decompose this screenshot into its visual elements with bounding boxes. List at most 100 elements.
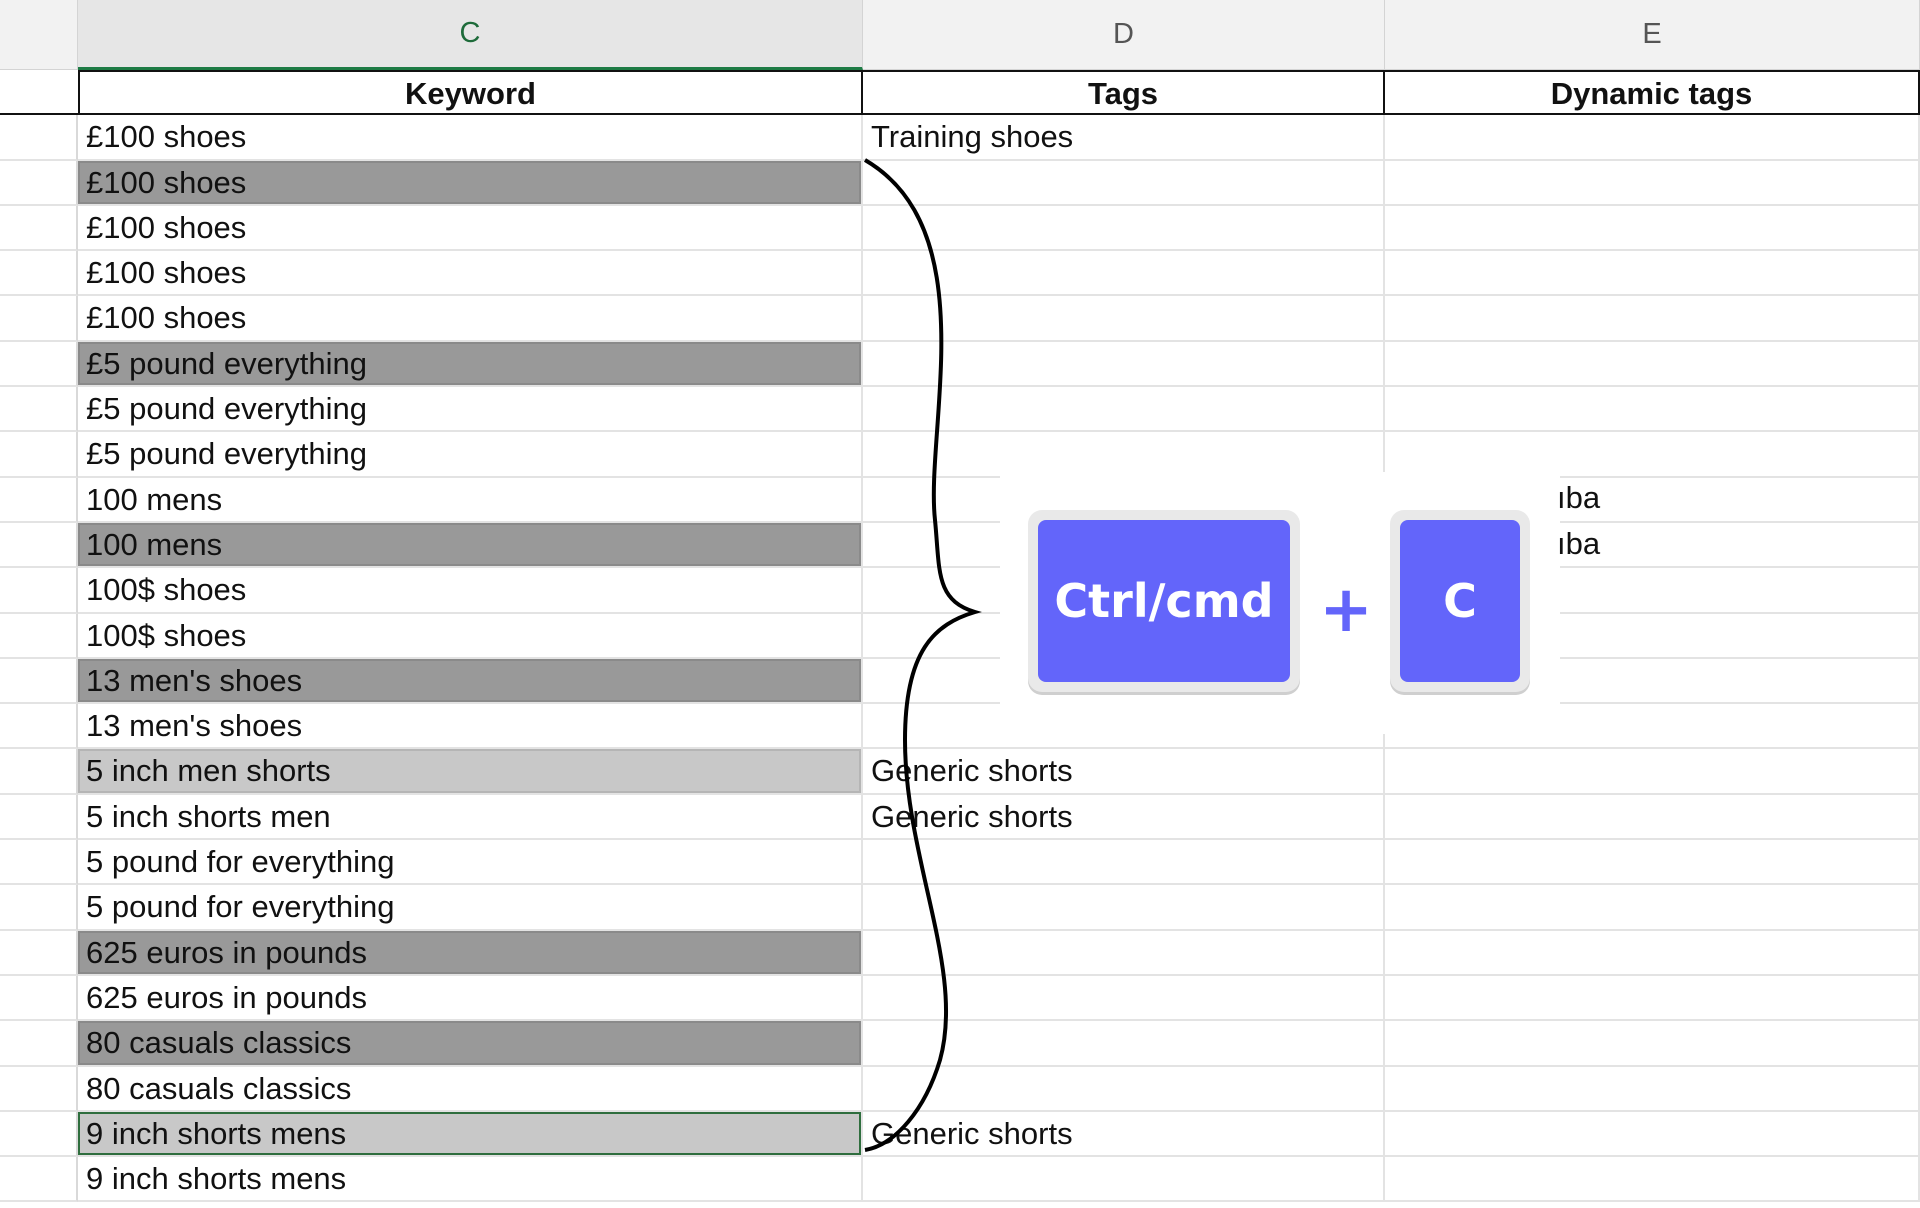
row-number[interactable]: [0, 341, 78, 388]
dynamic-tags-cell[interactable]: [1385, 160, 1920, 206]
row-number[interactable]: [0, 613, 78, 659]
dynamic-tags-cell[interactable]: [1385, 251, 1920, 297]
keyword-cell[interactable]: 100$ shoes: [78, 568, 863, 614]
tags-cell[interactable]: [863, 1021, 1385, 1067]
keyword-cell[interactable]: 625 euros in pounds: [78, 975, 863, 1022]
dynamic-tags-cell[interactable]: [1385, 840, 1920, 886]
row-number[interactable]: [0, 1111, 78, 1158]
row-number[interactable]: [0, 522, 78, 569]
tags-cell[interactable]: [863, 1157, 1385, 1203]
dynamic-tags-cell[interactable]: [1385, 658, 1920, 705]
dynamic-tags-cell[interactable]: [1385, 115, 1920, 161]
dynamic-tags-cell[interactable]: [1385, 432, 1920, 478]
keyword-cell[interactable]: 5 inch men shorts: [78, 749, 863, 795]
tags-cell[interactable]: [863, 1066, 1385, 1112]
keyword-cell[interactable]: 100$ shoes: [78, 613, 863, 659]
row-number[interactable]: [0, 930, 78, 976]
keyword-cell[interactable]: £100 shoes: [78, 251, 863, 297]
column-header-c[interactable]: C: [78, 0, 863, 70]
dynamic-tags-cell[interactable]: [1385, 1111, 1920, 1158]
tags-cell[interactable]: [863, 975, 1385, 1022]
dynamic-tags-cell[interactable]: [1385, 341, 1920, 388]
row-number[interactable]: [0, 296, 78, 342]
tags-cell[interactable]: [863, 885, 1385, 931]
row-number[interactable]: [0, 387, 78, 433]
row-number[interactable]: [0, 749, 78, 795]
keyword-cell[interactable]: £5 pound everything: [78, 387, 863, 433]
column-header-e[interactable]: E: [1385, 0, 1920, 70]
row-number[interactable]: [0, 160, 78, 206]
row-number[interactable]: [0, 840, 78, 886]
keyword-cell[interactable]: £100 shoes: [78, 296, 863, 342]
dynamic-tags-cell[interactable]: [1385, 749, 1920, 795]
dynamic-tags-cell[interactable]: [1385, 794, 1920, 841]
keyword-cell[interactable]: £100 shoes: [78, 115, 863, 161]
row-number[interactable]: [0, 1157, 78, 1203]
row-number[interactable]: [0, 115, 78, 161]
dynamic-tags-cell[interactable]: [1385, 477, 1920, 523]
keyword-cell[interactable]: £100 shoes: [78, 205, 863, 252]
tags-cell[interactable]: Generic shorts: [863, 749, 1385, 795]
row-number[interactable]: [0, 1066, 78, 1112]
header-keyword[interactable]: Keyword: [78, 70, 863, 116]
tags-cell[interactable]: [863, 387, 1385, 433]
row-number[interactable]: [0, 975, 78, 1022]
dynamic-tags-cell[interactable]: [1385, 296, 1920, 342]
dynamic-tags-cell[interactable]: [1385, 1021, 1920, 1067]
tags-cell[interactable]: Generic shorts: [863, 1111, 1385, 1158]
dynamic-tags-cell[interactable]: [1385, 930, 1920, 976]
tags-cell[interactable]: Generic shorts: [863, 794, 1385, 841]
row-number[interactable]: [0, 205, 78, 252]
dynamic-tags-cell[interactable]: [1385, 885, 1920, 931]
dynamic-tags-cell[interactable]: [1385, 205, 1920, 252]
tags-cell[interactable]: Training shoes: [863, 115, 1385, 161]
row-number[interactable]: [0, 568, 78, 614]
tags-cell[interactable]: [863, 930, 1385, 976]
tags-cell[interactable]: [863, 341, 1385, 388]
header-tags[interactable]: Tags: [863, 70, 1385, 116]
table-row: £100 shoes: [0, 160, 1920, 206]
keyword-cell[interactable]: 100 mens: [78, 522, 863, 569]
dynamic-tags-cell[interactable]: [1385, 613, 1920, 659]
keyword-cell[interactable]: 13 men's shoes: [78, 704, 863, 750]
keyword-cell[interactable]: £5 pound everything: [78, 432, 863, 478]
tags-cell[interactable]: [863, 296, 1385, 342]
keyword-cell[interactable]: 80 casuals classics: [78, 1021, 863, 1067]
row-number[interactable]: [0, 1021, 78, 1067]
keyword-cell[interactable]: 9 inch shorts mens: [78, 1157, 863, 1203]
keyword-cell[interactable]: 5 pound for everything: [78, 840, 863, 886]
dynamic-tags-cell[interactable]: [1385, 704, 1920, 750]
row-number[interactable]: [0, 885, 78, 931]
tags-cell[interactable]: [863, 251, 1385, 297]
row-number[interactable]: [0, 432, 78, 478]
keyword-cell[interactable]: 9 inch shorts mens: [78, 1111, 863, 1158]
keyword-cell[interactable]: 13 men's shoes: [78, 658, 863, 705]
dynamic-tags-cell[interactable]: [1385, 1066, 1920, 1112]
tags-cell[interactable]: [863, 205, 1385, 252]
keyword-cell[interactable]: £100 shoes: [78, 160, 863, 206]
row-header-corner[interactable]: [0, 0, 78, 70]
row-number[interactable]: [0, 794, 78, 841]
dynamic-tags-cell[interactable]: [1385, 975, 1920, 1022]
keyword-cell[interactable]: 100 mens: [78, 477, 863, 523]
dynamic-tags-cell[interactable]: [1385, 522, 1920, 569]
dynamic-tags-cell[interactable]: [1385, 568, 1920, 614]
keyword-cell[interactable]: 5 pound for everything: [78, 885, 863, 931]
keyword-cell[interactable]: 80 casuals classics: [78, 1066, 863, 1112]
tags-cell[interactable]: [863, 432, 1385, 478]
row-number[interactable]: [0, 704, 78, 750]
tags-cell[interactable]: [863, 160, 1385, 206]
column-header-d[interactable]: D: [863, 0, 1385, 70]
keyword-cell[interactable]: 625 euros in pounds: [78, 930, 863, 976]
dynamic-tags-cell[interactable]: [1385, 387, 1920, 433]
row-number[interactable]: [0, 251, 78, 297]
keyword-cell[interactable]: 5 inch shorts men: [78, 794, 863, 841]
header-dynamic-tags[interactable]: Dynamic tags: [1385, 70, 1920, 116]
dynamic-tags-cell[interactable]: [1385, 1157, 1920, 1203]
tags-cell[interactable]: [863, 840, 1385, 886]
row-number[interactable]: [0, 658, 78, 705]
row-number[interactable]: [0, 477, 78, 523]
row-number[interactable]: [0, 70, 78, 116]
keyword-cell[interactable]: £5 pound everything: [78, 341, 863, 388]
